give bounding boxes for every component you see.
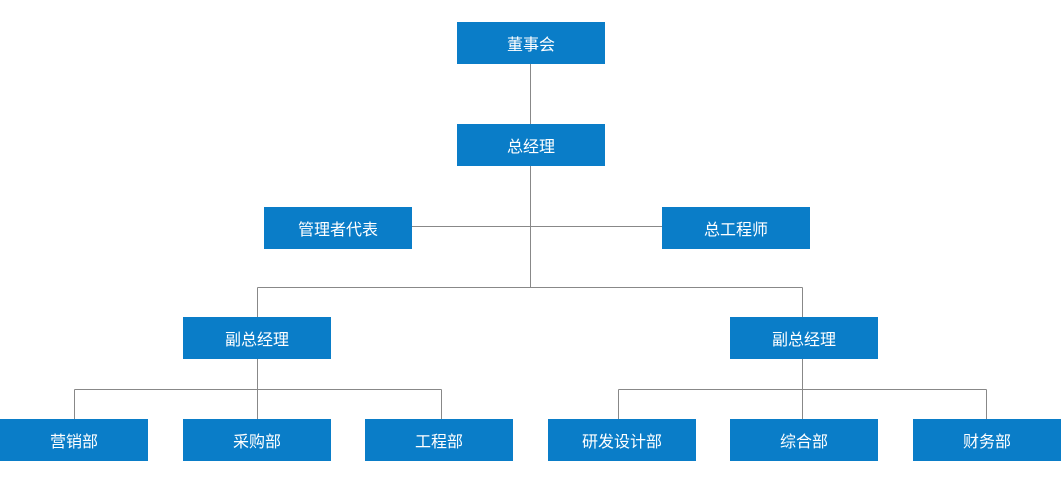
- node-dept-engineering-label: 工程部: [414, 432, 463, 451]
- node-dept-general-affairs: 综合部: [730, 419, 878, 461]
- node-dept-engineering: 工程部: [365, 419, 513, 461]
- node-management-representative: 管理者代表: [264, 207, 412, 249]
- node-management-representative-label: 管理者代表: [297, 220, 378, 239]
- node-dept-rnd-label: 研发设计部: [581, 432, 662, 451]
- node-vice-general-manager-right-label: 副总经理: [771, 330, 836, 349]
- node-general-manager: 总经理: [457, 124, 605, 166]
- node-dept-rnd: 研发设计部: [548, 419, 696, 461]
- node-vice-general-manager-left-label: 副总经理: [224, 330, 289, 349]
- node-vice-general-manager-right: 副总经理: [730, 317, 878, 359]
- node-dept-purchasing-label: 采购部: [232, 432, 281, 451]
- node-dept-general-affairs-label: 综合部: [779, 432, 828, 451]
- node-general-manager-label: 总经理: [506, 137, 555, 156]
- node-dept-purchasing: 采购部: [183, 419, 331, 461]
- node-vice-general-manager-left: 副总经理: [183, 317, 331, 359]
- node-board-label: 董事会: [506, 35, 555, 54]
- node-dept-sales: 营销部: [0, 419, 148, 461]
- node-board: 董事会: [457, 22, 605, 64]
- node-dept-sales-label: 营销部: [49, 432, 98, 451]
- node-chief-engineer-label: 总工程师: [703, 220, 768, 239]
- node-dept-finance-label: 财务部: [962, 432, 1011, 451]
- node-chief-engineer: 总工程师: [662, 207, 810, 249]
- node-dept-finance: 财务部: [913, 419, 1061, 461]
